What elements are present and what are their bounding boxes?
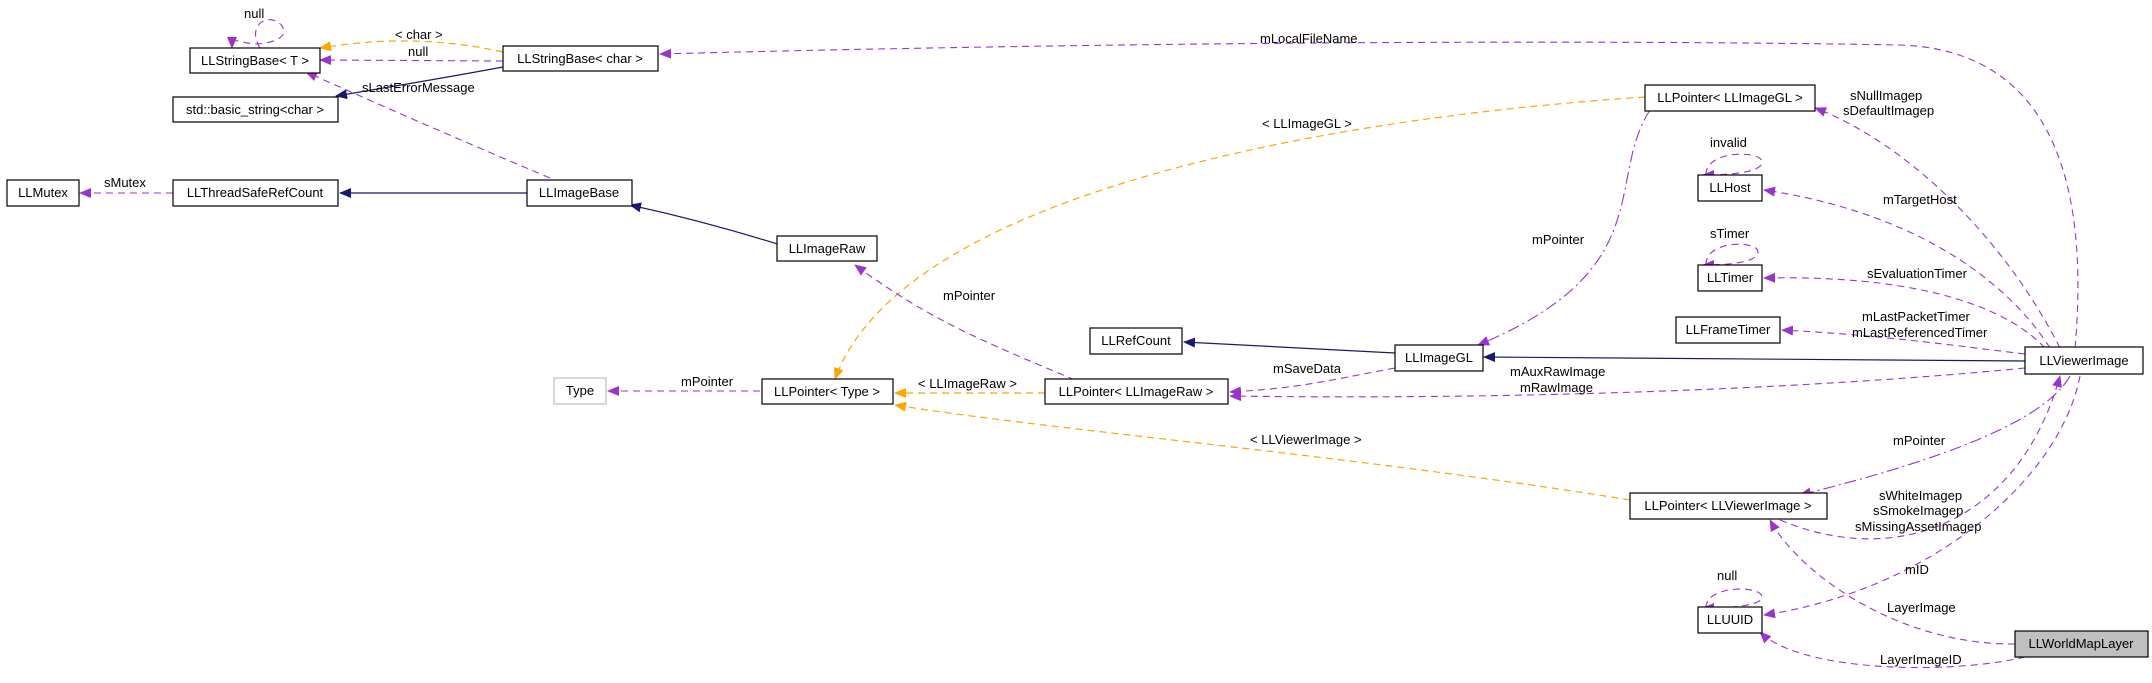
edge-llpointer-llimageraw-to-llimageraw [854,264,1076,381]
label-null-stringbase: null [408,44,428,59]
node-type[interactable]: Type [553,377,607,405]
node-label: LLViewerImage [2039,353,2128,368]
node-label: LLPointer< LLImageGL > [1657,90,1803,105]
label-null-stringbase-self: null [244,6,264,21]
edge-lluuid-self-null [1702,588,1763,613]
label-llimageraw-template: < LLImageRaw > [918,376,1017,391]
edge-basic-string-to-stringbase-char [335,66,504,100]
edge-llhost-self-invalid [1702,153,1763,180]
edge-stringbase-char-to-stringbase-t [319,55,504,66]
node-llrefcount[interactable]: LLRefCount [1089,327,1183,355]
label-invalid: invalid [1710,135,1747,150]
node-llpointer-llimagegl[interactable]: LLPointer< LLImageGL > [1644,84,1816,112]
node-label: LLStringBase< char > [517,51,643,66]
label-msavedata: mSaveData [1273,361,1342,376]
node-label: LLUUID [1707,612,1753,627]
edge-llviewerimage-to-llpointer-llviewerimage [1799,375,2071,498]
label-llimagegl-template: < LLImageGL > [1262,116,1352,131]
label-smutex: sMutex [104,175,146,190]
edge-llviewerimage-to-llpointer-llimagegl [1814,107,2061,349]
edge-llviewerimage-to-stringbase-char [659,41,2079,349]
label-snullimagep: sNullImagep [1850,88,1922,103]
node-label: LLImageBase [539,185,619,200]
node-label: LLFrameTimer [1686,322,1771,337]
edge-llworldmaplayer-to-llpointer-llviewerimage [1769,519,2016,645]
edge-llpointer-llimagegl-to-llpointer-type [834,96,1646,380]
edge-lltimer-self-stimer [1702,243,1759,270]
node-label: LLTimer [1707,270,1754,285]
edge-llworldmaplayer-to-lluuid [1759,631,2026,669]
label-mlocalfilename: mLocalFileName [1260,31,1358,46]
node-label: LLWorldMapLayer [2028,636,2134,651]
label-layerimageid: LayerImageID [1880,652,1962,667]
node-llpointer-llviewerimage[interactable]: LLPointer< LLViewerImage > [1629,492,1828,520]
label-swhiteimagep: sWhiteImagep [1879,488,1962,503]
label-sdefaultimagep: sDefaultImagep [1843,103,1934,118]
node-llframetimer[interactable]: LLFrameTimer [1675,316,1781,344]
edge-llimagegl-to-llpointer-llimageraw [1229,367,1396,397]
label-mpointer-raw: mPointer [943,288,996,303]
edge-llviewerimage-to-llpointer-llimageraw [1229,367,2026,402]
node-llhost[interactable]: LLHost [1697,174,1763,202]
edge-llimagebase-to-stringbase-t [305,71,551,179]
label-null-uuid: null [1717,568,1737,583]
node-llpointer-type[interactable]: LLPointer< Type > [761,378,894,405]
node-lltimer[interactable]: LLTimer [1697,264,1763,292]
label-mrawimage: mRawImage [1520,380,1593,395]
edge-llviewerimage-to-lluuid [1763,375,2081,619]
node-label: LLPointer< Type > [774,384,880,399]
label-mlastreferencedtimer: mLastReferencedTimer [1852,325,1988,340]
label-ssmokeimagep: sSmokeImagep [1873,503,1963,518]
label-layerimage: LayerImage [1887,600,1956,615]
label-mpointer-viewer: mPointer [1893,433,1946,448]
label-mauxrawimage: mAuxRawImage [1510,364,1605,379]
node-label: LLImageRaw [789,241,866,256]
node-label: LLThreadSafeRefCount [187,185,324,200]
node-llviewerimage[interactable]: LLViewerImage [2024,346,2144,375]
label-mtargethost: mTargetHost [1883,192,1957,207]
edge-llviewerimage-to-llimagegl [1483,352,2026,363]
node-label: LLPointer< LLImageRaw > [1059,384,1214,399]
label-sevaluationtimer: sEvaluationTimer [1867,266,1968,281]
label-mpointer-type: mPointer [681,374,734,389]
label-llviewerimage-template: < LLViewerImage > [1250,432,1362,447]
node-label: LLMutex [18,185,68,200]
node-lluuid[interactable]: LLUUID [1697,606,1763,634]
label-stimer: sTimer [1710,226,1750,241]
node-llpointer-llimageraw[interactable]: LLPointer< LLImageRaw > [1044,378,1229,405]
edge-llpointer-llviewerimage-to-llviewerimage [1779,375,2062,540]
edge-llimageraw-to-llimagebase [629,202,791,249]
node-llstringbase-t[interactable]: LLStringBase< T > [189,47,321,74]
label-smissingassetimagep: sMissingAssetImagep [1855,519,1981,534]
label-char-template: < char > [395,27,443,42]
node-label: LLImageGL [1405,350,1473,365]
node-llimageraw[interactable]: LLImageRaw [776,235,878,262]
edge-llviewerimage-to-lltimer [1763,272,2046,349]
edge-llviewerimage-to-llframetimer [1781,325,2026,355]
node-label: LLRefCount [1101,333,1171,348]
node-label: Type [566,383,594,398]
label-slasterrormessage: sLastErrorMessage [362,80,475,95]
node-llworldmaplayer[interactable]: LLWorldMapLayer [2014,630,2149,658]
node-label: std::basic_string<char > [186,102,324,117]
node-label: LLPointer< LLViewerImage > [1644,498,1811,513]
edge-llpointer-llviewerimage-to-llpointer-type [894,401,1631,501]
edge-llimagegl-to-llrefcount [1183,337,1396,354]
edge-llviewerimage-to-llhost [1763,186,2051,349]
node-llmutex[interactable]: LLMutex [6,179,80,207]
label-mid: mID [1905,562,1929,577]
node-llimagegl[interactable]: LLImageGL [1394,344,1484,372]
node-llimagebase[interactable]: LLImageBase [526,179,633,207]
node-label: LLStringBase< T > [201,53,309,68]
label-mpointer-gl: mPointer [1532,232,1585,247]
label-mlastpackettimer: mLastPacketTimer [1862,309,1971,324]
edge-llpointer-llimagegl-to-llimagegl [1477,109,1651,346]
node-std-basic-string[interactable]: std::basic_string<char > [172,96,339,123]
edge-stringbase-char-to-stringbase-t [319,40,504,53]
node-label: LLHost [1709,180,1751,195]
node-llstringbase-char[interactable]: LLStringBase< char > [502,45,659,72]
node-llthreadsaferefcount[interactable]: LLThreadSafeRefCount [172,179,339,207]
edge-stringbase-t-self-null [227,19,285,49]
